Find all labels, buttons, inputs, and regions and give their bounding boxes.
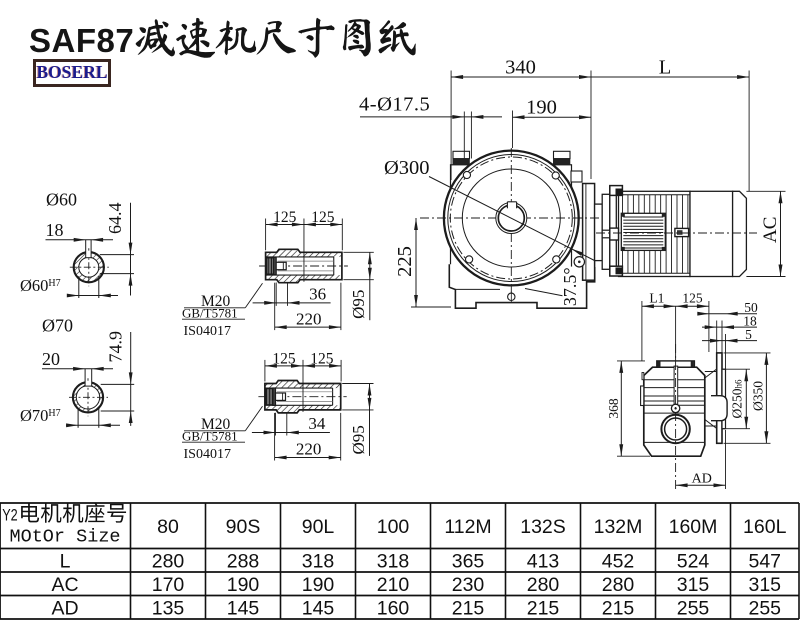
svg-text:160: 160 — [377, 598, 410, 620]
svg-text:135: 135 — [152, 598, 185, 620]
svg-text:145: 145 — [302, 598, 335, 620]
svg-text:74.9: 74.9 — [106, 331, 126, 363]
svg-text:280: 280 — [602, 574, 635, 596]
svg-text:20: 20 — [42, 349, 60, 369]
svg-text:Ø95: Ø95 — [349, 290, 368, 319]
svg-text:190: 190 — [526, 97, 557, 119]
svg-text:GB/T5781: GB/T5781 — [182, 429, 238, 444]
svg-text:18: 18 — [46, 220, 64, 240]
svg-text:547: 547 — [748, 551, 781, 573]
svg-text:365: 365 — [452, 551, 485, 573]
svg-text:Ø300: Ø300 — [384, 157, 430, 179]
svg-text:L1: L1 — [649, 291, 664, 306]
svg-text:230: 230 — [452, 574, 485, 596]
svg-text:Ø70: Ø70 — [42, 316, 73, 336]
svg-text:Ø60: Ø60 — [46, 190, 77, 210]
svg-text:34: 34 — [308, 414, 326, 433]
svg-text:318: 318 — [302, 551, 335, 573]
svg-text:190: 190 — [227, 574, 260, 596]
svg-text:36: 36 — [309, 285, 326, 304]
svg-text:125: 125 — [682, 291, 703, 306]
svg-text:4-Ø17.5: 4-Ø17.5 — [359, 94, 430, 116]
svg-text:255: 255 — [748, 598, 781, 620]
svg-text:IS04017: IS04017 — [184, 447, 231, 462]
svg-text:215: 215 — [452, 598, 485, 620]
svg-text:112M: 112M — [444, 516, 491, 538]
svg-text:125: 125 — [311, 209, 335, 226]
svg-text:AC: AC — [760, 217, 781, 243]
svg-text:Ø95: Ø95 — [349, 425, 368, 454]
svg-text:318: 318 — [377, 551, 410, 573]
svg-text:64.4: 64.4 — [105, 203, 125, 235]
svg-text:AD: AD — [51, 598, 78, 620]
svg-text:452: 452 — [602, 551, 635, 573]
svg-text:125: 125 — [310, 350, 334, 367]
svg-text:L: L — [60, 551, 71, 573]
svg-text:170: 170 — [152, 574, 185, 596]
svg-text:Y2: Y2 — [2, 507, 18, 525]
svg-text:215: 215 — [527, 598, 560, 620]
svg-text:220: 220 — [296, 440, 322, 459]
svg-text:L: L — [659, 57, 672, 79]
svg-text:524: 524 — [677, 551, 710, 573]
svg-text:132S: 132S — [520, 516, 566, 538]
svg-text:M20: M20 — [201, 416, 231, 433]
svg-text:215: 215 — [602, 598, 635, 620]
svg-text:210: 210 — [377, 574, 410, 596]
svg-text:AD: AD — [692, 472, 712, 487]
svg-text:Ø350: Ø350 — [750, 381, 765, 411]
svg-text:280: 280 — [152, 551, 185, 573]
svg-text:145: 145 — [227, 598, 260, 620]
svg-text:50: 50 — [744, 300, 758, 315]
svg-text:315: 315 — [748, 574, 781, 596]
svg-text:100: 100 — [377, 516, 410, 538]
svg-text:Ø250h6: Ø250h6 — [729, 379, 744, 419]
svg-text:125: 125 — [273, 209, 297, 226]
svg-text:80: 80 — [157, 516, 179, 538]
svg-text:340: 340 — [505, 57, 536, 79]
svg-text:190: 190 — [302, 574, 335, 596]
svg-text:18: 18 — [743, 313, 757, 328]
svg-text:288: 288 — [227, 551, 260, 573]
svg-text:IS04017: IS04017 — [184, 324, 231, 339]
svg-text:255: 255 — [677, 598, 710, 620]
svg-text:90L: 90L — [302, 516, 335, 538]
svg-text:132M: 132M — [594, 516, 643, 538]
svg-text:315: 315 — [677, 574, 710, 596]
svg-text:37.5°: 37.5° — [560, 267, 580, 306]
svg-text:M20: M20 — [201, 293, 231, 310]
svg-text:368: 368 — [606, 398, 621, 419]
svg-text:90S: 90S — [226, 516, 261, 538]
svg-text:413: 413 — [527, 551, 560, 573]
svg-text:GB/T5781: GB/T5781 — [182, 306, 238, 321]
svg-text:AC: AC — [51, 574, 78, 596]
svg-text:125: 125 — [272, 350, 296, 367]
svg-text:280: 280 — [527, 574, 560, 596]
svg-text:160L: 160L — [743, 516, 787, 538]
svg-text:5: 5 — [745, 327, 752, 342]
svg-text:225: 225 — [394, 246, 416, 277]
svg-text:Ø70H7: Ø70H7 — [20, 406, 61, 425]
svg-text:MOtOr Size: MOtOr Size — [10, 527, 121, 548]
svg-text:220: 220 — [296, 309, 322, 328]
svg-text:Ø60H7: Ø60H7 — [20, 276, 61, 295]
svg-text:160M: 160M — [669, 516, 718, 538]
